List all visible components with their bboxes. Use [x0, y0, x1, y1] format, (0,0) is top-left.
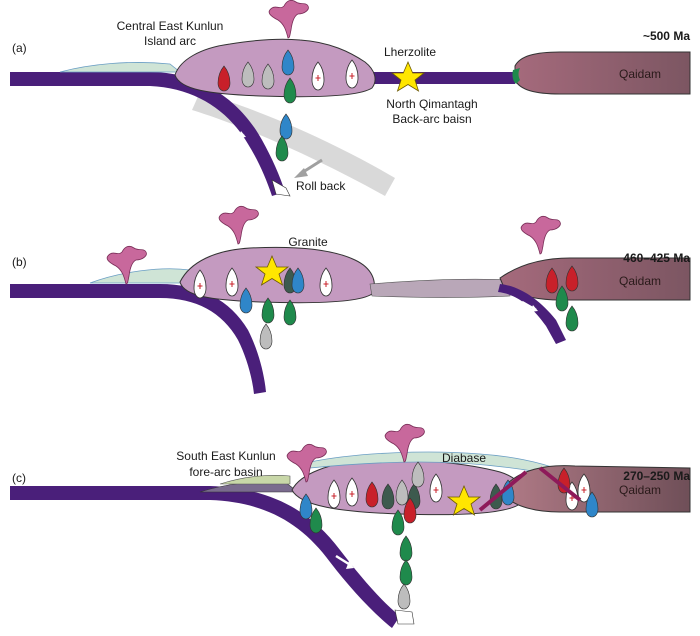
qaidam-label-c: Qaidam [619, 483, 661, 497]
age-label-b: 460–425 Ma [623, 251, 690, 265]
backarc-ocean-a [370, 72, 515, 84]
arc-crust-a [174, 38, 376, 98]
forearc-label-line2: fore-arc basin [189, 465, 262, 479]
slab-tip-c [394, 609, 415, 625]
forearc-sediment-c [219, 474, 291, 485]
age-label-c: 270–250 Ma [623, 469, 690, 483]
forearc-label-line1: South East Kunlun [176, 449, 275, 463]
qaidam-label-b: Qaidam [619, 274, 661, 288]
middle-crust-b [369, 278, 511, 298]
rollback-label: Roll back [296, 179, 346, 193]
panel-b: (b) 460–425 Ma Granite Qaidam [10, 205, 691, 394]
intrusion-green-c4 [399, 559, 413, 586]
subduction-arrowhead-b [216, 321, 224, 328]
intrusion-gray-b1 [259, 323, 273, 350]
age-label-a: ~500 Ma [643, 29, 690, 43]
subduction-arrowhead-a [238, 131, 246, 138]
qaidam-label-a: Qaidam [619, 67, 661, 81]
intrusion-green-c3 [399, 535, 413, 562]
qaidam-edge-a [512, 68, 520, 84]
backarc-label-line2: Back-arc baisn [392, 112, 471, 126]
arc-label-line1: Central East Kunlun [117, 19, 224, 33]
panel-a: (a) ~500 Ma Central East Kunlun Island a… [10, 0, 691, 197]
rollback-arrowhead [294, 168, 308, 178]
diabase-dike-1 [478, 470, 528, 512]
lherzolite-label: Lherzolite [384, 45, 436, 59]
intrusion-green-b4 [565, 305, 579, 332]
volcanic-plume-b1 [218, 205, 259, 245]
volcanic-plume-b3 [520, 215, 561, 255]
intrusion-blue-a2 [279, 113, 293, 140]
subducting-slab-b-right [498, 284, 566, 344]
sediment-wedge-a [59, 62, 182, 73]
backarc-label-line1: North Qimantagh [386, 97, 477, 111]
arc-label-line2: Island arc [144, 34, 196, 48]
subducting-slab-b [10, 284, 266, 394]
panel-letter-a: (a) [12, 41, 27, 55]
panel-c: (c) 270–250 Ma South East Kunlun fore-ar… [10, 423, 691, 628]
diabase-dike-2 [538, 466, 582, 502]
subduction-arrowhead-b-right [530, 305, 538, 312]
subducting-slab-a [10, 72, 285, 196]
volcanic-plume-a [268, 0, 309, 39]
intrusion-green-b2 [283, 299, 297, 326]
diabase-label: Diabase [442, 451, 486, 465]
panel-letter-b: (b) [12, 255, 27, 269]
intrusion-gray-c3 [397, 583, 411, 610]
panel-letter-c: (c) [12, 471, 26, 485]
lherzolite-star [391, 61, 425, 92]
subduction-arrowhead-c [346, 561, 354, 569]
granite-label: Granite [288, 235, 328, 249]
subducting-slab-c [10, 486, 400, 628]
slab-tip-a [271, 179, 291, 197]
qaidam-crust-a [514, 51, 691, 95]
